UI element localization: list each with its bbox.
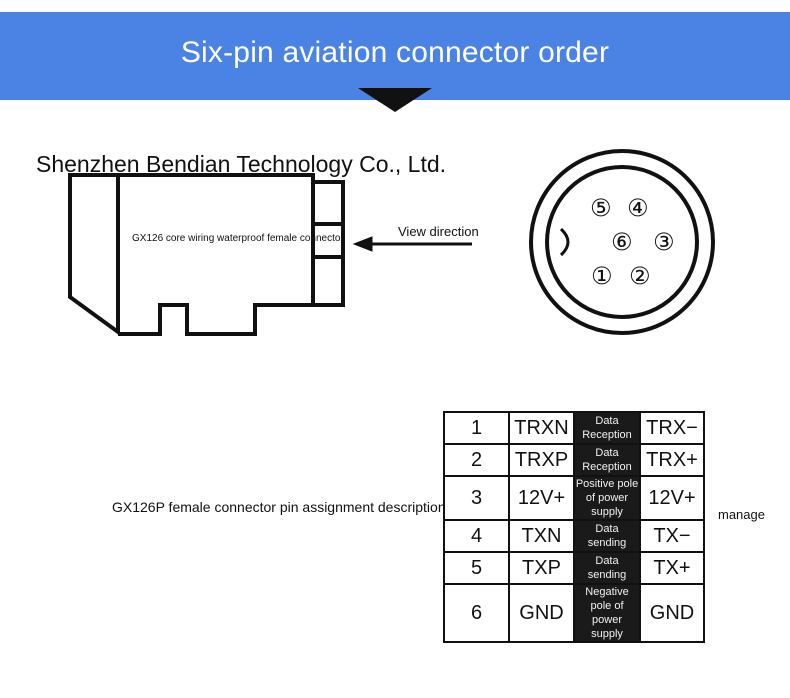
table-row: 5 TXP Data sending TX+ — [443, 551, 705, 585]
face-view-key-notch — [559, 227, 570, 257]
pair-signal-cell: TRX+ — [639, 443, 705, 477]
description-cell: Data sending — [573, 519, 641, 553]
pin-number-cell: 2 — [443, 443, 510, 477]
signal-cell: 12V+ — [508, 475, 575, 521]
pin-assignment-table: 1 TRXN Data Reception TRX− 2 TRXP Data R… — [443, 411, 705, 643]
description-cell: Data Reception — [573, 443, 641, 477]
side-view-drawing — [68, 173, 345, 336]
description-cell: Data Reception — [573, 411, 641, 445]
pin-number-cell: 1 — [443, 411, 510, 445]
banner-pointer-triangle — [358, 88, 432, 112]
company-name: Shenzhen Bendian Technology Co., Ltd. — [36, 151, 447, 177]
pair-signal-cell: TX+ — [639, 551, 705, 585]
pin-6-marker: ⑥ — [611, 229, 633, 256]
pair-signal-cell: GND — [639, 583, 705, 643]
signal-cell: TXP — [508, 551, 575, 585]
signal-cell: TXN — [508, 519, 575, 553]
signal-cell: GND — [508, 583, 575, 643]
signal-cell: TRXP — [508, 443, 575, 477]
view-direction-arrow — [352, 236, 472, 252]
pin-1-marker: ① — [591, 263, 613, 290]
pair-signal-cell: TRX− — [639, 411, 705, 445]
pin-5-marker: ⑤ — [590, 195, 612, 222]
pin-2-marker: ② — [629, 263, 651, 290]
table-row: 4 TXN Data sending TX− — [443, 519, 705, 553]
view-direction-label: View direction — [398, 224, 479, 239]
table-row: 1 TRXN Data Reception TRX− — [443, 411, 705, 445]
side-view-nut-lower — [311, 255, 345, 307]
face-view-outer-ring — [529, 149, 715, 335]
face-view-inner-ring — [545, 165, 699, 319]
side-note: manage — [718, 507, 765, 522]
header-banner: Six-pin aviation connector order — [0, 12, 790, 100]
pair-signal-cell: TX− — [639, 519, 705, 553]
pin-number-cell: 3 — [443, 475, 510, 521]
side-view-nut-upper — [311, 180, 345, 226]
side-view-body — [118, 173, 315, 336]
description-cell: Positive pole of power supply — [573, 475, 641, 521]
description-cell: Negative pole of power supply — [573, 583, 641, 643]
description-cell: Data sending — [573, 551, 641, 585]
table-caption: GX126P female connector pin assignment d… — [112, 499, 446, 515]
table-row: 2 TRXP Data Reception TRX+ — [443, 443, 705, 477]
pin-3-marker: ③ — [653, 229, 675, 256]
face-view-drawing — [529, 149, 715, 335]
pair-signal-cell: 12V+ — [639, 475, 705, 521]
connector-label: GX126 core wiring waterproof female conn… — [132, 233, 344, 244]
table-row: 3 12V+ Positive pole of power supply 12V… — [443, 475, 705, 521]
table-row: 6 GND Negative pole of power supply GND — [443, 583, 705, 643]
pin-number-cell: 5 — [443, 551, 510, 585]
pin-number-cell: 6 — [443, 583, 510, 643]
signal-cell: TRXN — [508, 411, 575, 445]
page-title: Six-pin aviation connector order — [180, 36, 610, 69]
pin-4-marker: ④ — [627, 195, 649, 222]
side-view-flange — [68, 173, 120, 336]
pin-number-cell: 4 — [443, 519, 510, 553]
